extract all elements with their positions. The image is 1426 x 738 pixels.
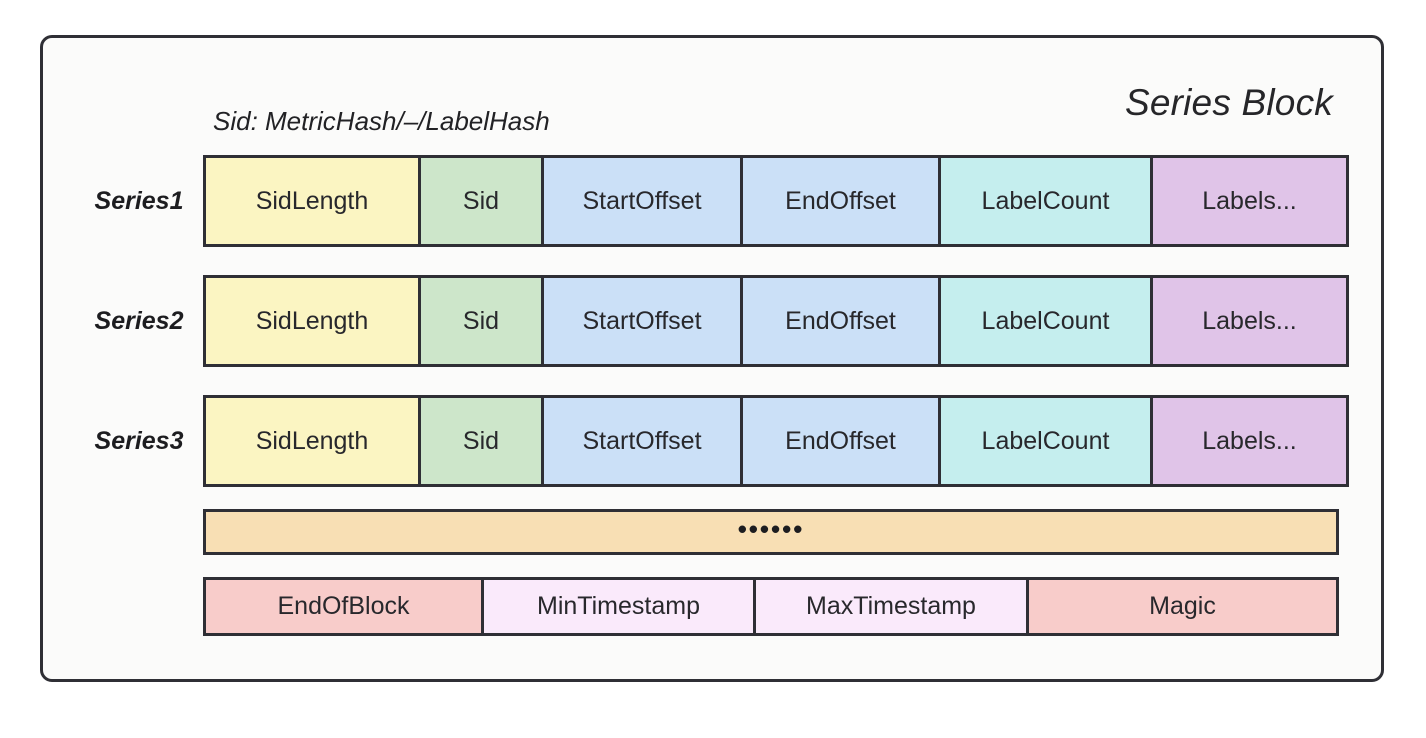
field-label: Labels... <box>1202 426 1297 455</box>
series-field-group: SidLength Sid StartOffset EndOffset Labe… <box>203 395 1349 487</box>
field-cell-sid: Sid <box>418 395 541 487</box>
field-cell-sidlength: SidLength <box>203 155 418 247</box>
field-label: StartOffset <box>582 306 702 335</box>
series-row-label: Series1 <box>94 187 184 215</box>
block-footer-row: EndOfBlock MinTimestamp MaxTimestamp Mag… <box>203 577 1339 636</box>
field-label: LabelCount <box>981 186 1110 215</box>
page-title: Series Block <box>1124 82 1333 123</box>
field-cell-sidlength: SidLength <box>203 395 418 487</box>
footer-cell-magic: Magic <box>1026 577 1339 636</box>
field-cell-labelcount: LabelCount <box>938 395 1150 487</box>
field-label: Sid <box>462 306 500 335</box>
field-cell-startoffset: StartOffset <box>541 275 740 367</box>
footer-cell-maxtimestamp: MaxTimestamp <box>753 577 1026 636</box>
field-label: Labels... <box>1202 186 1297 215</box>
field-label: EndOffset <box>785 306 896 335</box>
field-label: EndOffset <box>785 186 896 215</box>
series-row-label: Series3 <box>94 427 184 455</box>
field-label: StartOffset <box>582 426 702 455</box>
field-cell-endoffset: EndOffset <box>740 275 938 367</box>
field-cell-labelcount: LabelCount <box>938 275 1150 367</box>
field-cell-labelcount: LabelCount <box>938 155 1150 247</box>
field-label: EndOfBlock <box>277 592 410 620</box>
series-field-group: SidLength Sid StartOffset EndOffset Labe… <box>203 275 1349 367</box>
field-cell-startoffset: StartOffset <box>541 395 740 487</box>
field-cell-labels: Labels... <box>1150 395 1349 487</box>
field-label: LabelCount <box>981 306 1110 335</box>
field-cell-sid: Sid <box>418 155 541 247</box>
field-label: Labels... <box>1202 306 1297 335</box>
field-cell-labels: Labels... <box>1150 275 1349 367</box>
field-cell-sidlength: SidLength <box>203 275 418 367</box>
field-cell-sid: Sid <box>418 275 541 367</box>
field-label: SidLength <box>255 426 369 455</box>
field-cell-labels: Labels... <box>1150 155 1349 247</box>
series-field-group: SidLength Sid StartOffset EndOffset Labe… <box>203 155 1349 247</box>
field-label: Sid <box>462 426 500 455</box>
ellipsis-dots: •••••• <box>737 514 805 544</box>
field-label: SidLength <box>255 186 369 215</box>
field-label: SidLength <box>255 306 369 335</box>
series-block-container: Series Block Sid: MetricHash/–/LabelHash… <box>40 35 1384 682</box>
footer-cell-endofblock: EndOfBlock <box>203 577 481 636</box>
series-row-label: Series2 <box>94 307 184 335</box>
field-label: StartOffset <box>582 186 702 215</box>
field-label: Magic <box>1149 592 1216 620</box>
field-label: Sid <box>462 186 500 215</box>
field-cell-endoffset: EndOffset <box>740 395 938 487</box>
ellipsis-row: •••••• <box>203 509 1339 555</box>
field-label: MinTimestamp <box>537 592 700 620</box>
sid-format-annotation: Sid: MetricHash/–/LabelHash <box>213 106 550 136</box>
field-label: LabelCount <box>981 426 1110 455</box>
field-cell-endoffset: EndOffset <box>740 155 938 247</box>
field-cell-startoffset: StartOffset <box>541 155 740 247</box>
field-label: EndOffset <box>785 426 896 455</box>
field-label: MaxTimestamp <box>806 592 976 620</box>
footer-cell-mintimestamp: MinTimestamp <box>481 577 753 636</box>
